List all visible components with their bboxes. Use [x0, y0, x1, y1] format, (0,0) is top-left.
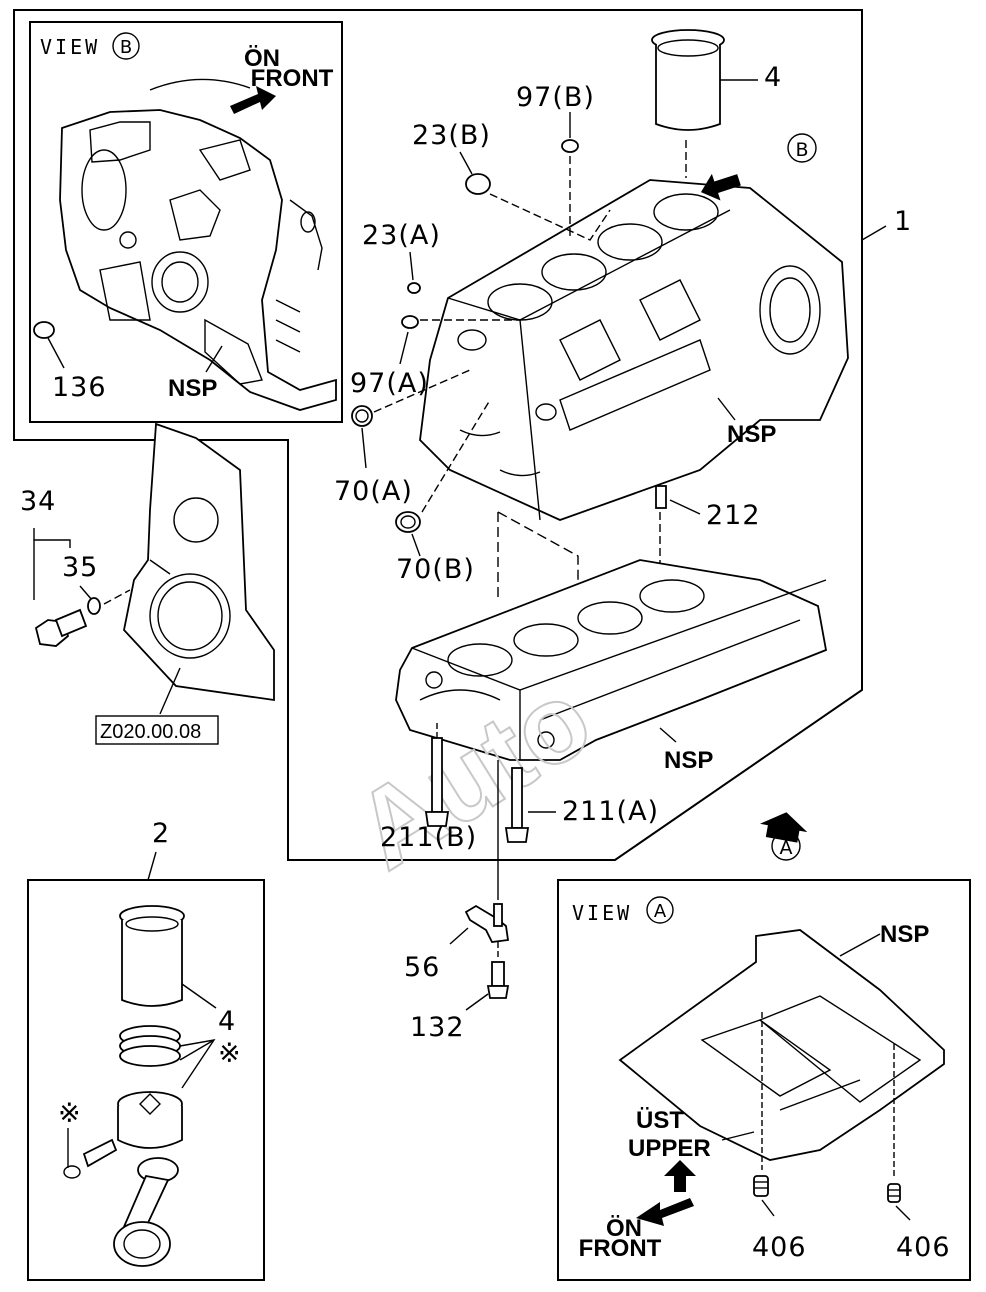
- piston-pin-drawing: [63, 1138, 118, 1179]
- nsp-label-view-a: NSP: [880, 921, 929, 948]
- front-cover-drawing: [59, 78, 337, 411]
- part-211b-label: 211(B): [380, 822, 477, 853]
- main-assembly-frame: [13, 9, 863, 861]
- part-56-label: 56: [404, 952, 440, 983]
- part-136-plug: [33, 321, 55, 339]
- front-label-top: FRONT: [251, 65, 334, 92]
- part-97b-label: 97(B): [516, 82, 595, 113]
- star-kit-label: ※: [218, 1038, 242, 1069]
- on-front-label-top: ÖN: [244, 45, 280, 72]
- nsp-label-block: NSP: [727, 421, 776, 448]
- rear-plate-drawing: [123, 422, 275, 702]
- cylinder-block-drawing: [419, 179, 849, 521]
- oil-pan-flange-drawing: [618, 929, 945, 1178]
- part-4-top-label: 4: [764, 62, 782, 93]
- cylinder-liner-drawing: [651, 29, 725, 131]
- view-b-circle-icon: B: [112, 32, 140, 60]
- front-arrow-bottom-icon: [636, 1198, 694, 1226]
- part-406-right-label: 406: [896, 1232, 951, 1263]
- part-34-plug: [34, 608, 88, 647]
- star-pin-label: ※: [58, 1098, 82, 1129]
- part-132-bolt: [486, 961, 510, 999]
- front-label-bottom: FRONT: [579, 1235, 662, 1262]
- part-70a-label: 70(A): [334, 476, 413, 507]
- piston-drawing: [117, 1091, 183, 1149]
- on-front-label-bottom: ÖN: [606, 1215, 642, 1242]
- view-a-inset-frame: [557, 879, 971, 1281]
- part-406-left-label: 406: [752, 1232, 807, 1263]
- svg-text:A: A: [654, 901, 667, 922]
- reference-code: Z020.00.08: [100, 721, 201, 743]
- ust-label: ÜST: [636, 1107, 684, 1134]
- view-a-circle-icon: A: [646, 896, 674, 924]
- connecting-rod-drawing: [113, 1157, 179, 1267]
- part-23b-plug: [465, 173, 491, 195]
- part-97a-pin: [401, 315, 419, 329]
- piston-kit-inset-frame: [27, 879, 265, 1281]
- part-34-label: 34: [20, 486, 56, 517]
- piston-rings-drawing: [119, 1025, 181, 1067]
- reference-code-box: [95, 715, 219, 745]
- svg-text:B: B: [120, 37, 132, 58]
- view-a-label: VIEW: [572, 901, 632, 925]
- part-70b-plug: [395, 511, 421, 533]
- part-97b-pin: [561, 139, 579, 153]
- part-35-washer: [87, 597, 101, 615]
- part-97a-label: 97(A): [350, 368, 429, 399]
- part-132-label: 132: [410, 1012, 465, 1043]
- svg-text:A: A: [780, 837, 793, 859]
- part-2-label: 2: [152, 818, 170, 849]
- part-35-label: 35: [62, 552, 98, 583]
- upper-arrow-icon: [664, 1160, 696, 1192]
- part-4-kit-label: 4: [218, 1006, 236, 1037]
- part-406-left-plug: [753, 1175, 769, 1197]
- part-211a-label: 211(A): [562, 796, 659, 827]
- part-212-pin: [655, 485, 667, 509]
- part-56-oil-jet: [464, 903, 510, 943]
- piston-kit-liner: [119, 905, 185, 1007]
- part-1-label: 1: [894, 206, 912, 237]
- part-212-label: 212: [706, 500, 761, 531]
- part-70a-plug: [351, 405, 373, 427]
- view-b-label: VIEW: [40, 35, 100, 59]
- front-arrow-icon: [230, 86, 276, 114]
- nsp-label-view-b: NSP: [168, 375, 217, 402]
- part-211a-bolt: [504, 767, 530, 843]
- arrow-a-circle-icon: A: [771, 831, 801, 861]
- arrow-b-circle-icon: B: [787, 133, 817, 163]
- view-b-inset-frame: [29, 21, 343, 423]
- lower-crankcase-drawing: [395, 559, 828, 761]
- part-406-right-plug: [887, 1183, 901, 1203]
- nsp-label-lower: NSP: [664, 747, 713, 774]
- view-b-arrow-icon: [700, 173, 741, 201]
- part-136-label: 136: [52, 372, 107, 403]
- part-23b-label: 23(B): [412, 120, 491, 151]
- part-23a-label: 23(A): [362, 220, 441, 251]
- upper-label: UPPER: [628, 1135, 711, 1162]
- part-23a-plug: [407, 282, 421, 294]
- svg-text:B: B: [795, 139, 808, 161]
- part-70b-label: 70(B): [396, 554, 475, 585]
